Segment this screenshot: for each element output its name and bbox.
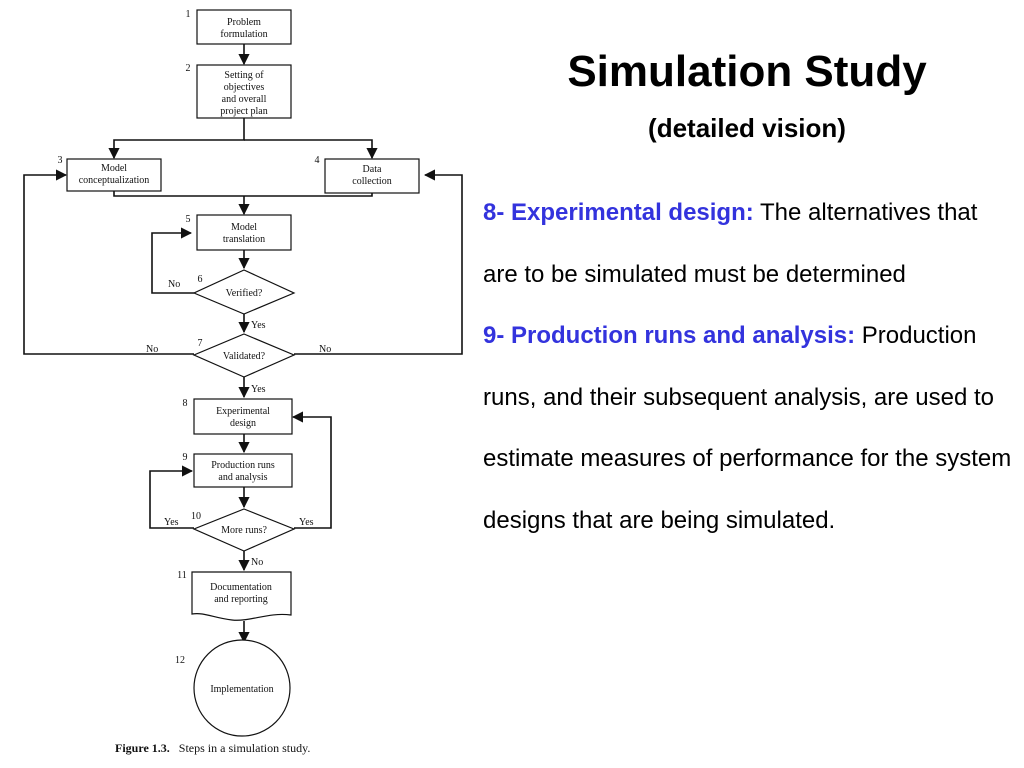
point-heading: 8- Experimental design: xyxy=(483,199,754,226)
figure-caption-label: Figure 1.3. xyxy=(115,741,170,755)
label-verified-no: No xyxy=(168,279,180,290)
point-text: The alternatives that are to be simulate… xyxy=(483,199,978,288)
node-number: 1 xyxy=(186,9,191,20)
node-model-conceptualization: 3 Model conceptualization xyxy=(58,155,162,192)
svg-text:Documentation: Documentation xyxy=(210,582,272,593)
svg-text:objectives: objectives xyxy=(224,82,265,93)
label-validated-yes: Yes xyxy=(251,384,266,395)
edge-10-yes-right xyxy=(291,411,332,529)
label-more-runs-no: No xyxy=(251,557,263,568)
svg-text:Validated?: Validated? xyxy=(223,351,266,362)
svg-text:collection: collection xyxy=(352,176,391,187)
svg-text:Model: Model xyxy=(101,163,127,174)
node-model-translation: 5 Model translation xyxy=(186,214,292,251)
figure-caption-text: Steps in a simulation study. xyxy=(178,741,311,755)
svg-text:More runs?: More runs? xyxy=(221,525,267,536)
point-production-runs: 9- Production runs and analysis: Product… xyxy=(483,305,1013,551)
edge-3-join xyxy=(113,191,244,197)
svg-text:Verified?: Verified? xyxy=(226,288,263,299)
svg-text:10: 10 xyxy=(191,511,201,522)
svg-text:11: 11 xyxy=(177,570,187,581)
svg-text:and reporting: and reporting xyxy=(214,594,268,605)
svg-text:translation: translation xyxy=(223,234,265,245)
svg-text:9: 9 xyxy=(183,452,188,463)
svg-text:4: 4 xyxy=(315,155,320,166)
slide-subtitle: (detailed vision) xyxy=(648,113,846,143)
node-setting-objectives: 2 Setting of objectives and overall proj… xyxy=(186,63,292,119)
edge-2-split xyxy=(108,118,245,160)
svg-text:Implementation: Implementation xyxy=(210,684,273,695)
svg-text:Model: Model xyxy=(231,222,257,233)
node-problem-formulation: 1 Problem formulation xyxy=(186,9,292,45)
node-more-runs-decision: 10 More runs? xyxy=(191,508,296,552)
node-implementation: 12 Implementation xyxy=(175,639,291,737)
svg-text:project plan: project plan xyxy=(220,106,267,117)
svg-text:Experimental: Experimental xyxy=(216,406,270,417)
point-heading: 9- Production runs and analysis: xyxy=(483,322,856,349)
edge-7-no-left xyxy=(23,169,194,355)
edge-4-join xyxy=(244,193,373,197)
slide-body: 8- Experimental design: The alternatives… xyxy=(483,182,1013,551)
svg-text:conceptualization: conceptualization xyxy=(79,175,150,186)
svg-text:design: design xyxy=(230,418,256,429)
svg-text:5: 5 xyxy=(186,214,191,225)
flowchart-edges xyxy=(23,44,463,644)
node-documentation: 11 Documentation and reporting xyxy=(177,570,292,621)
edge-7-no-right xyxy=(294,169,463,355)
node-data-collection: 4 Data collection xyxy=(315,155,420,194)
svg-text:Data: Data xyxy=(363,164,382,175)
svg-text:Setting of: Setting of xyxy=(224,70,264,81)
label-more-runs-yes-left: Yes xyxy=(164,517,179,528)
label-more-runs-yes-right: Yes xyxy=(299,517,314,528)
edge-2-data xyxy=(244,139,378,160)
svg-text:6: 6 xyxy=(198,274,203,285)
node-experimental-design: 8 Experimental design xyxy=(183,398,293,435)
node-production-runs: 9 Production runs and analysis xyxy=(183,452,293,488)
svg-text:12: 12 xyxy=(175,655,185,666)
node-verified-decision: 6 Verified? xyxy=(192,269,296,315)
svg-text:Production runs: Production runs xyxy=(211,460,275,471)
node-validated-decision: 7 Validated? xyxy=(192,333,296,378)
svg-text:and overall: and overall xyxy=(222,94,267,105)
edge-labels: No Yes No No Yes Yes Yes No xyxy=(146,279,331,568)
svg-text:Problem: Problem xyxy=(227,17,261,28)
point-text: Production runs, and their subsequent an… xyxy=(483,322,1012,534)
label-verified-yes: Yes xyxy=(251,320,266,331)
svg-text:3: 3 xyxy=(58,155,63,166)
svg-text:and analysis: and analysis xyxy=(218,472,267,483)
svg-text:8: 8 xyxy=(183,398,188,409)
edge-6-no-loop xyxy=(151,227,194,294)
label-validated-no-left: No xyxy=(146,344,158,355)
svg-text:7: 7 xyxy=(198,338,203,349)
svg-text:2: 2 xyxy=(186,63,191,74)
slide-title: Simulation Study xyxy=(567,47,927,96)
point-experimental-design: 8- Experimental design: The alternatives… xyxy=(483,182,1013,305)
edge-10-yes-left xyxy=(149,465,194,529)
label-validated-no-right: No xyxy=(319,344,331,355)
svg-text:formulation: formulation xyxy=(220,29,267,40)
figure-caption: Figure 1.3. Steps in a simulation study. xyxy=(115,741,310,756)
simulation-steps-flowchart: 1 Problem formulation 2 Setting of objec… xyxy=(0,0,470,768)
